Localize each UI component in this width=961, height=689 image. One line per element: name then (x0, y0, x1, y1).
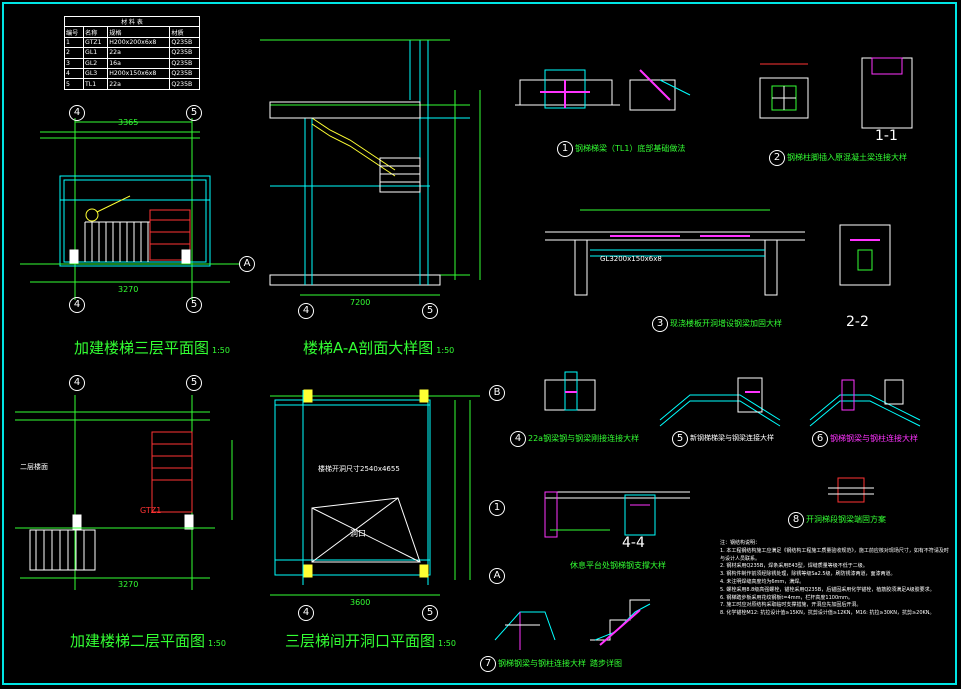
floor-label: 二层楼面 (20, 463, 48, 471)
opening-label: 洞口 (350, 529, 366, 538)
dim-label: 7200 (350, 298, 371, 307)
step-detail (590, 599, 651, 646)
third-floor-plan (20, 118, 240, 300)
axis-marker: 4 (298, 303, 314, 319)
detail-number: 2 (769, 150, 785, 166)
detail-title: 休息平台处钢梯钢支撑大样 (570, 561, 666, 570)
detail-number: 3 (652, 316, 668, 332)
column-label: GTZ1 (140, 506, 162, 515)
detail-title: 钢梯柱脚插入原混凝土梁连接大样 (787, 153, 907, 162)
detail-title: 钢梯梯梁（TL1）底部基础做法 (575, 144, 686, 153)
detail-number: 5 (672, 431, 688, 447)
section-title: 2-2 (846, 314, 869, 330)
detail-8 (828, 477, 874, 503)
detail-2 (759, 57, 913, 129)
axis-marker: 5 (422, 605, 438, 621)
opening-plan (270, 389, 480, 596)
detail-number: 8 (788, 512, 804, 528)
detail-title: 钢梯钢梁与钢柱连接大样 (830, 434, 918, 443)
detail-6 (809, 379, 921, 427)
dim-label: 3270 (118, 285, 139, 294)
detail-3 (545, 209, 891, 296)
axis-marker: 5 (186, 375, 202, 391)
detail-number: 4 (510, 431, 526, 447)
axis-marker: 1 (489, 500, 505, 516)
axis-marker: 5 (186, 105, 202, 121)
detail-title: 钢梯钢梁与钢柱连接大样 (498, 659, 586, 668)
axis-marker: A (239, 256, 255, 272)
axis-marker: B (489, 385, 505, 401)
detail-5 (659, 377, 781, 427)
detail-title: 22a钢梁钢与钢梁刚接连接大样 (528, 434, 640, 443)
axis-marker: 5 (186, 297, 202, 313)
axis-marker: 4 (69, 375, 85, 391)
detail-number: 6 (812, 431, 828, 447)
detail-title: 现浇楼板开洞增设钢梁加固大样 (670, 319, 782, 328)
detail-number: 7 (480, 656, 496, 672)
material-table-header: 编号 名称 规格 材质 (63, 26, 200, 38)
second-floor-plan (15, 395, 233, 590)
material-table-title: 材 料 表 (64, 15, 200, 28)
general-notes: 注：钢结构说明： 1. 本工程钢结构施工应满足《钢结构工程施工质量验收规范》，施… (720, 540, 949, 617)
section-aa (260, 39, 481, 296)
detail-number: 1 (557, 141, 573, 157)
opening-size-label: 楼梯开洞尺寸2540x4655 (318, 465, 400, 473)
beam-label: GL3200x150x6x8 (600, 255, 662, 263)
section-44 (544, 491, 690, 538)
axis-marker: 5 (422, 303, 438, 319)
detail-title: 开洞梯段钢梁端固方案 (806, 515, 886, 524)
detail-title: 踏步详图 (590, 659, 622, 668)
dim-label: 3365 (118, 118, 139, 127)
detail-1 (515, 69, 691, 111)
axis-marker: A (489, 568, 505, 584)
dim-label: 3600 (350, 598, 371, 607)
detail-4 (544, 371, 596, 411)
axis-marker: 4 (298, 605, 314, 621)
detail-title: 新钢梯梯梁与钢梁连接大样 (690, 434, 774, 442)
section-title: 4-4 (622, 535, 645, 551)
detail-7 (494, 611, 556, 650)
axis-marker: 4 (69, 297, 85, 313)
section-title: 1-1 (875, 128, 898, 144)
dim-label: 3270 (118, 580, 139, 589)
axis-marker: 4 (69, 105, 85, 121)
